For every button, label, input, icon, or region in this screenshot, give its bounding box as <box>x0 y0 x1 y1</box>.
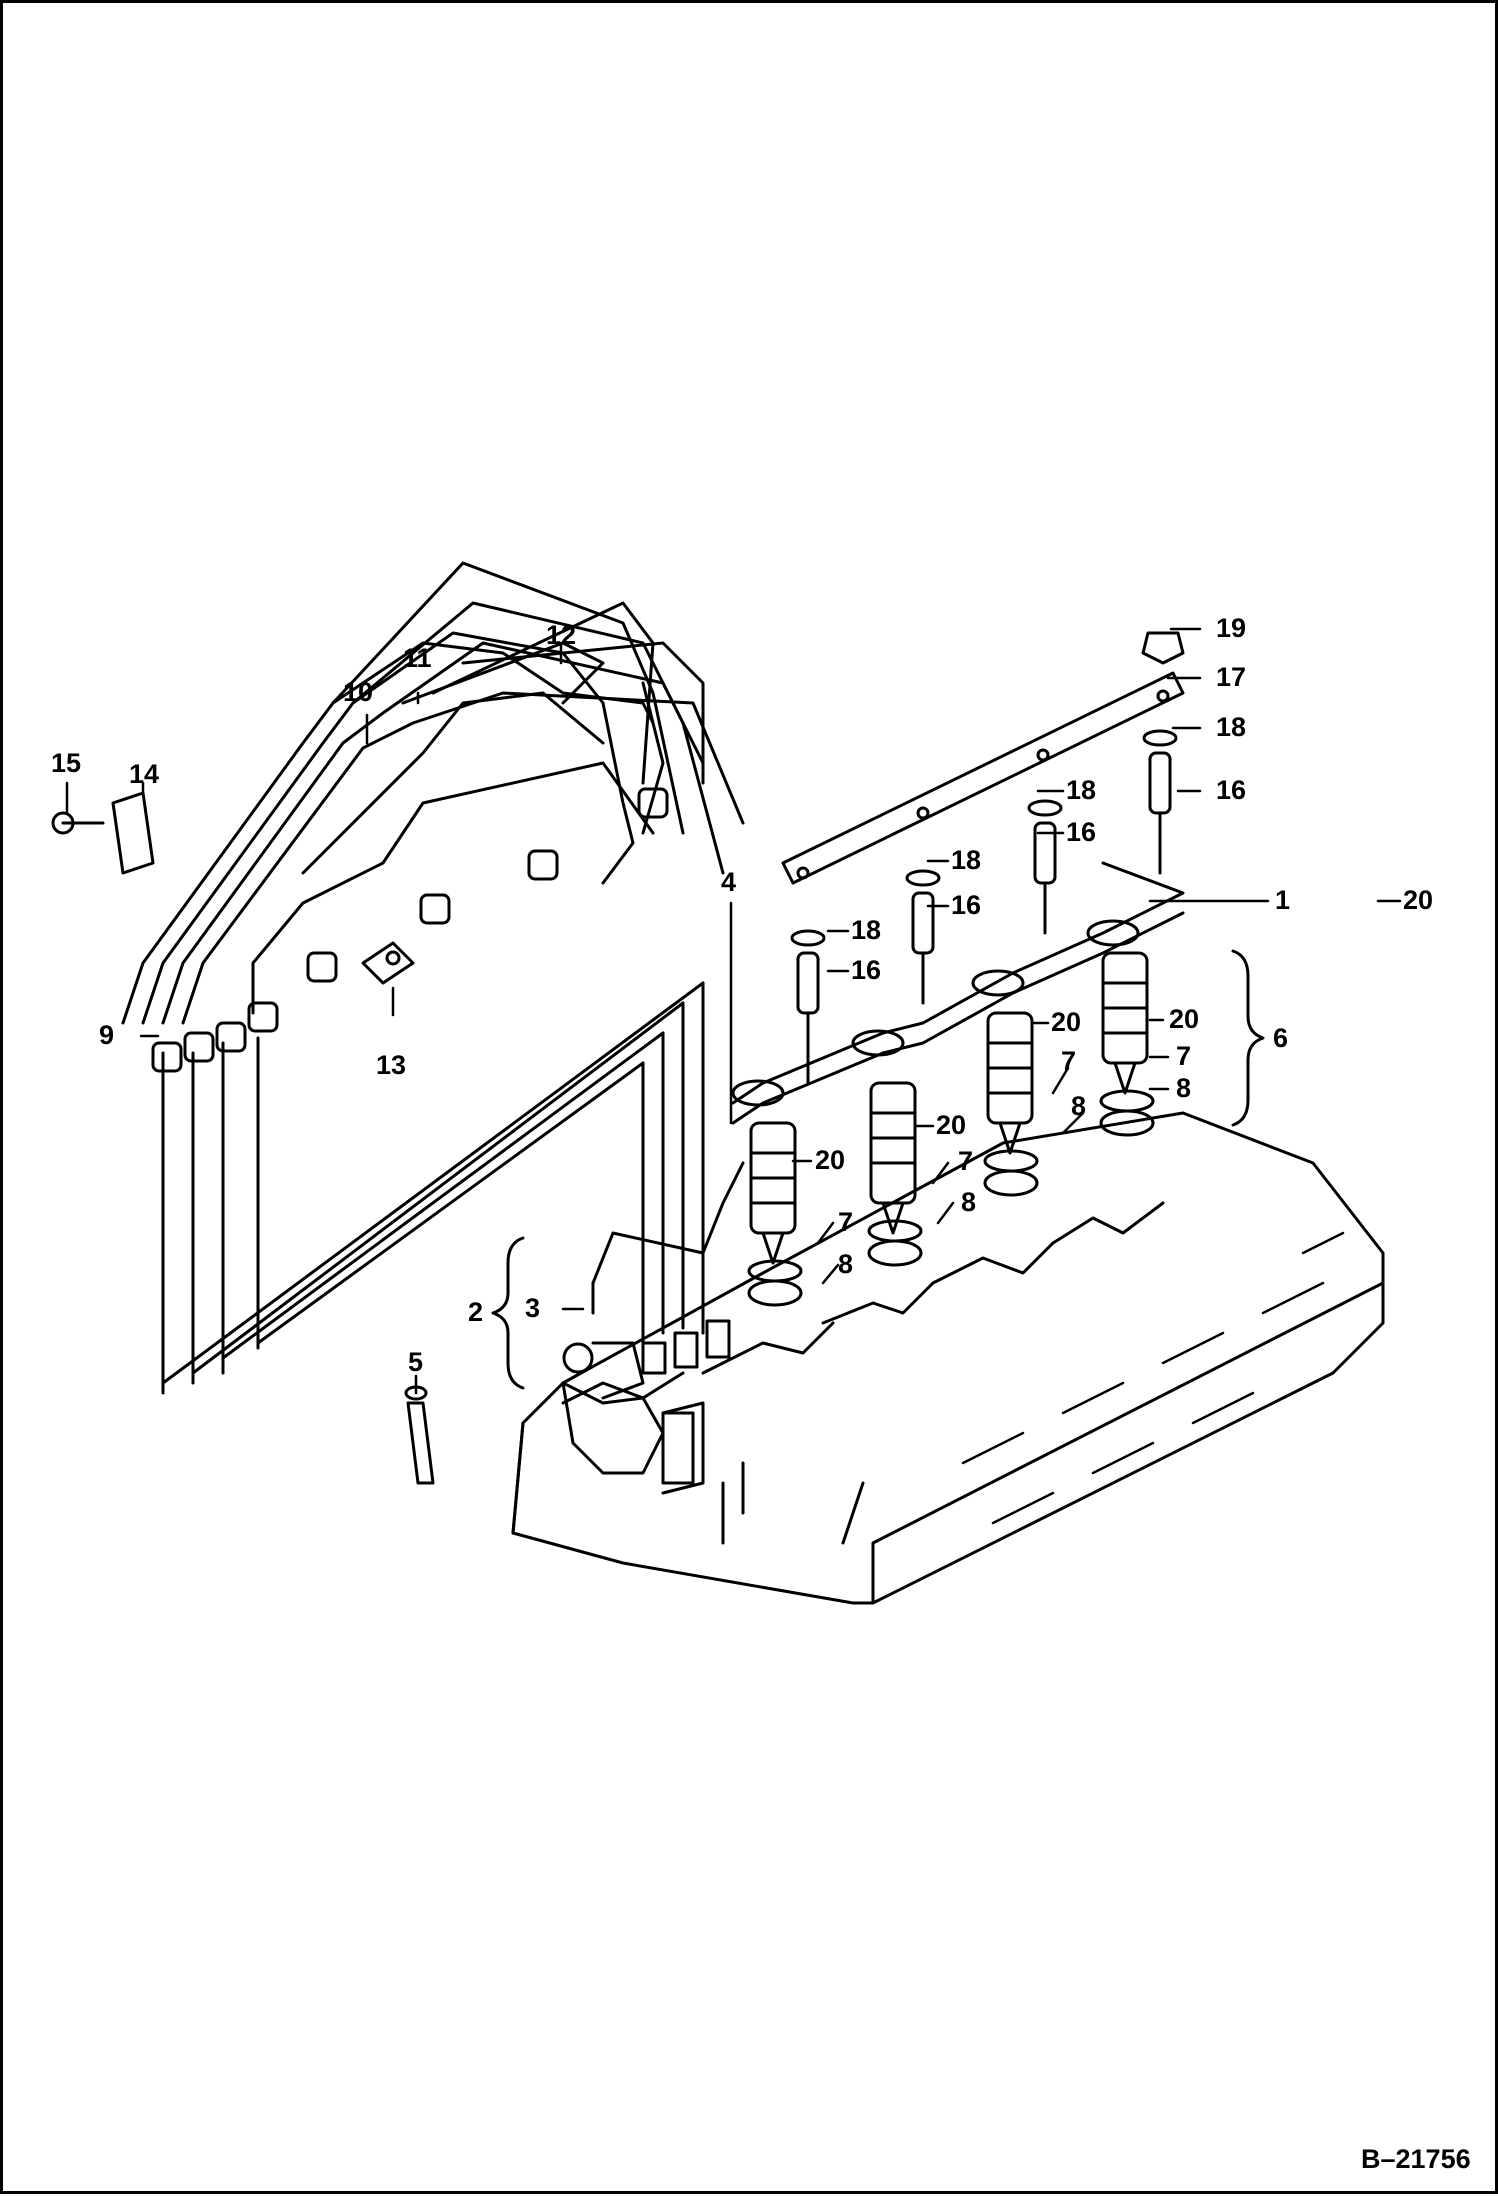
callout-3: 3 <box>525 1293 541 1323</box>
callout-12: 12 <box>546 620 577 650</box>
callout-7: 7 <box>838 1207 854 1237</box>
callout-1: 1 <box>1275 885 1291 915</box>
callout-2: 2 <box>468 1297 484 1327</box>
callout-16: 16 <box>1216 775 1247 805</box>
brace-6 <box>1231 949 1265 1127</box>
figure-reference-number: B–21756 <box>1361 2144 1471 2174</box>
fuel-injection-exploded-view <box>51 561 1402 1605</box>
leader-lines <box>65 627 1402 1395</box>
callout-20: 20 <box>815 1145 846 1175</box>
callout-7: 7 <box>1061 1046 1077 1076</box>
injection-pipes <box>51 561 745 1395</box>
callout-18: 18 <box>1216 712 1247 742</box>
callout-11: 11 <box>403 643 432 673</box>
injector-row <box>404 631 1185 1485</box>
callout-16: 16 <box>1066 817 1097 847</box>
callout-20: 20 <box>1403 885 1434 915</box>
callout-16: 16 <box>851 955 882 985</box>
callout-14: 14 <box>129 759 160 789</box>
callout-20: 20 <box>1051 1007 1082 1037</box>
callout-6: 6 <box>1273 1023 1289 1053</box>
callout-8: 8 <box>1176 1073 1192 1103</box>
callout-7: 7 <box>1176 1041 1192 1071</box>
cylinder-head <box>511 1111 1385 1605</box>
callout-7: 7 <box>958 1146 974 1176</box>
callout-5: 5 <box>408 1347 424 1377</box>
callout-4: 4 <box>721 867 737 897</box>
callout-13: 13 <box>376 1050 407 1080</box>
callout-8: 8 <box>838 1249 854 1279</box>
callout-16: 16 <box>951 890 982 920</box>
callout-19: 19 <box>1216 613 1247 643</box>
callout-15: 15 <box>51 748 82 778</box>
callout-8: 8 <box>1071 1091 1087 1121</box>
callout-9: 9 <box>99 1020 115 1050</box>
callout-8: 8 <box>961 1187 977 1217</box>
callout-18: 18 <box>1066 775 1097 805</box>
callout-17: 17 <box>1216 662 1247 692</box>
callout-10: 10 <box>343 677 374 707</box>
callout-20: 20 <box>936 1110 967 1140</box>
brace-2 <box>491 1236 525 1390</box>
callout-18: 18 <box>851 915 882 945</box>
callout-20: 20 <box>1169 1004 1200 1034</box>
callout-18: 18 <box>951 845 982 875</box>
